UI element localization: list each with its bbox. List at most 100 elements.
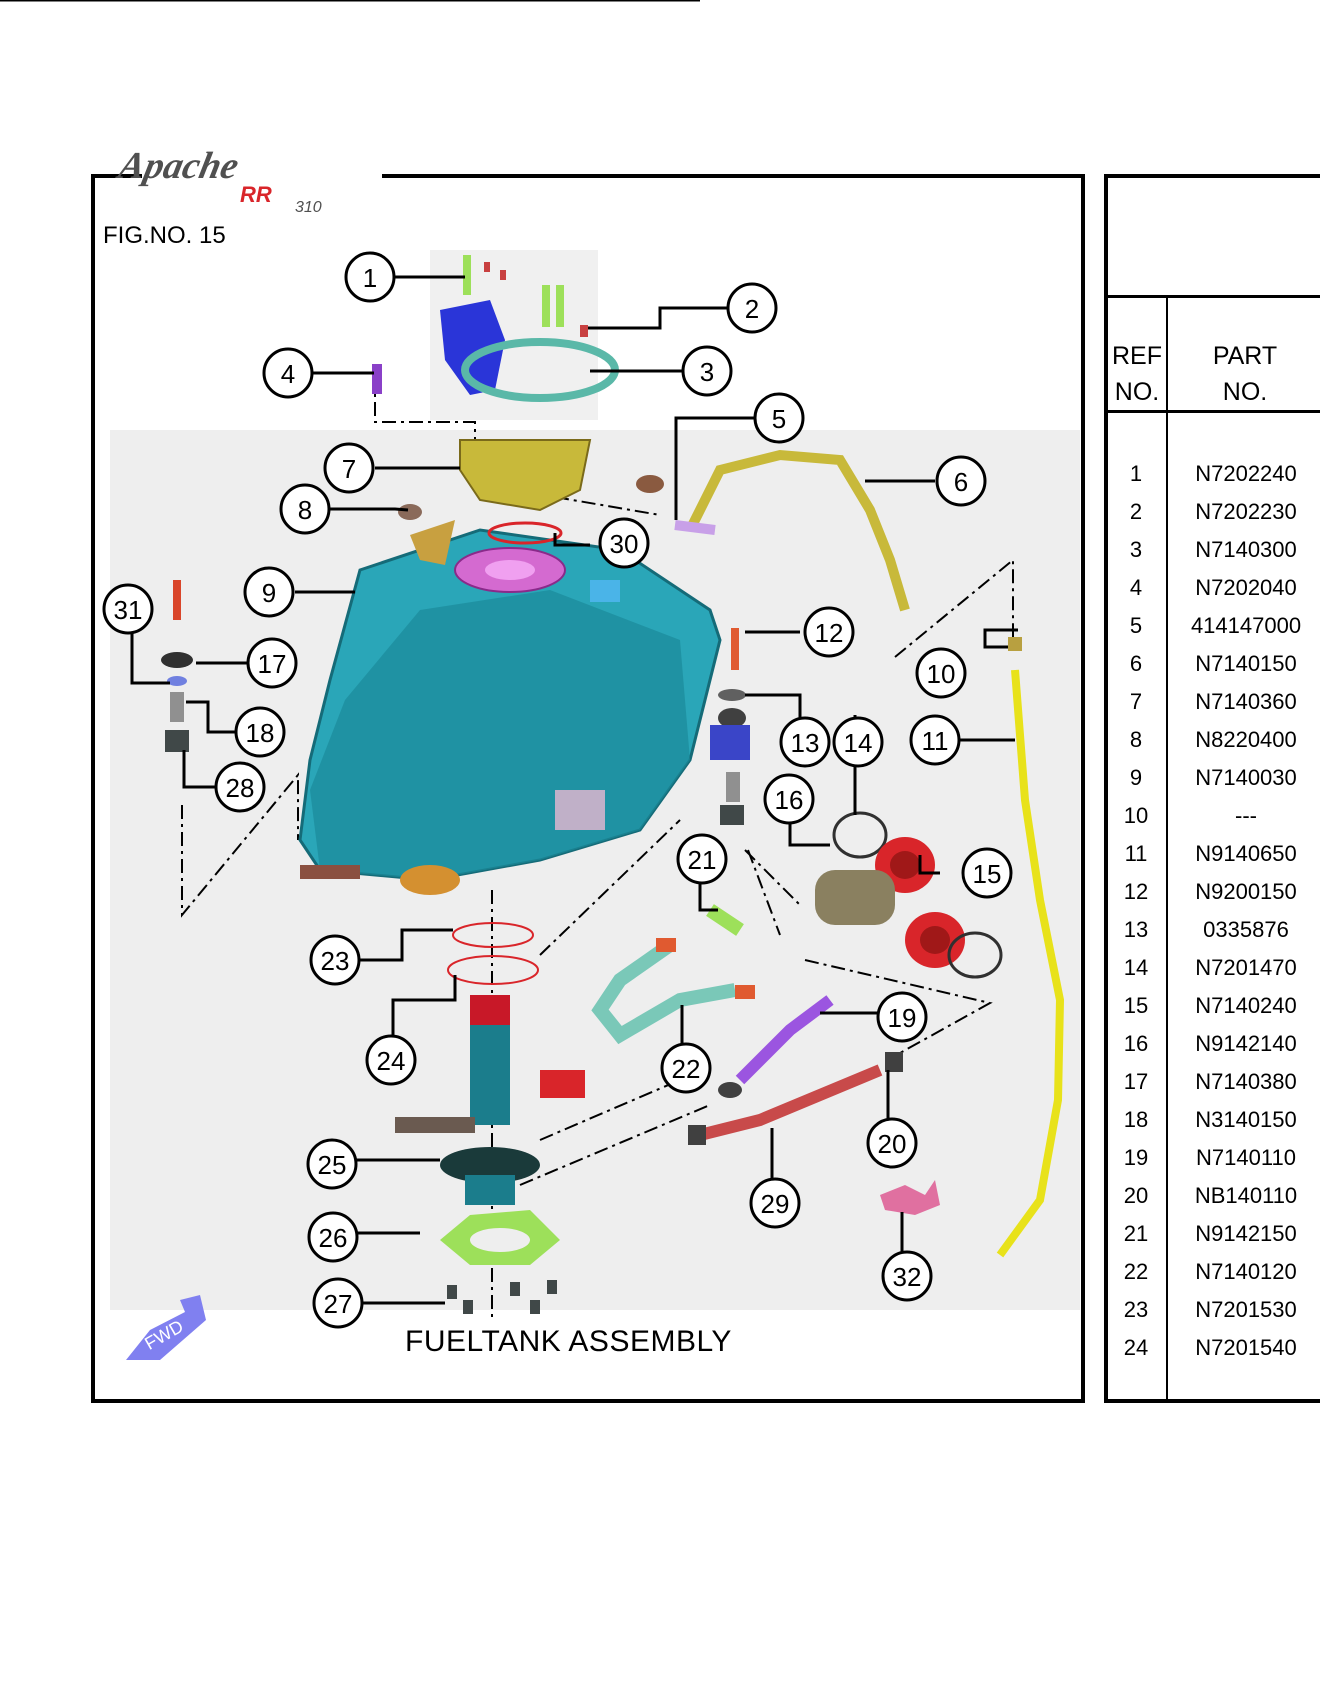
part-no: N7140360: [1195, 689, 1297, 714]
callout-25-circle: [306, 1138, 358, 1190]
ref-no: 2: [1129, 499, 1143, 524]
ref-no: 11: [1124, 841, 1148, 866]
part-no: N7202040: [1195, 575, 1297, 600]
callout-27-circle: [312, 1277, 364, 1329]
callout-1: 1: [363, 263, 377, 293]
callout-8-circle: [279, 483, 331, 535]
callout-4: 4: [281, 359, 295, 389]
part-no: ---: [1235, 803, 1257, 828]
table-row: 21 N9142150: [1108, 1215, 1320, 1253]
callout-30-circle: [598, 517, 650, 569]
header-part-line1: PART: [1212, 342, 1278, 370]
callout-28: 28: [226, 773, 255, 803]
ref-no: 19: [1123, 1145, 1149, 1170]
callout-31: 31: [114, 595, 143, 625]
part-no: N7202230: [1195, 499, 1297, 524]
callout-14: 14: [844, 728, 873, 758]
part-no: N9140650: [1195, 841, 1297, 866]
callout-12-circle: [803, 606, 855, 658]
part-no: N9200150: [1195, 879, 1297, 904]
part-no: N3140150: [1195, 1107, 1297, 1132]
header-ref-line2: NO.: [1114, 378, 1160, 406]
callout-12: 12: [815, 618, 844, 648]
part-no: 0335876: [1203, 917, 1289, 942]
callout-18-circle: [234, 706, 286, 758]
part-no: N9142150: [1195, 1221, 1297, 1246]
ref-no: 6: [1129, 651, 1143, 676]
ref-no: 21: [1123, 1221, 1149, 1246]
callout-15-circle: [961, 847, 1013, 899]
callout-3: 3: [700, 357, 714, 387]
table-header-divider: [1108, 410, 1320, 413]
callout-5: 5: [772, 404, 786, 434]
callout-11-circle: [909, 714, 961, 766]
callout-10-circle: [915, 647, 967, 699]
table-top-divider: [1108, 295, 1320, 298]
ref-no: 23: [1123, 1297, 1149, 1322]
part-no: N7140150: [1195, 651, 1297, 676]
part-no: N7202240: [1195, 461, 1297, 486]
callout-11: 11: [922, 726, 949, 756]
table-row: 8 N8220400: [1108, 721, 1320, 759]
callout-1-circle: [344, 251, 396, 303]
part-no: N7140300: [1195, 537, 1297, 562]
callout-21: 21: [688, 845, 717, 875]
part-no: N8220400: [1195, 727, 1297, 752]
logo-apache: Apache: [113, 145, 242, 187]
callout-10: 10: [927, 659, 956, 689]
ref-no: 10: [1123, 803, 1149, 828]
callout-25: 25: [318, 1150, 347, 1180]
table-column-divider: [1166, 298, 1168, 1403]
ref-no: 20: [1123, 1183, 1149, 1208]
callout-7-circle: [323, 442, 375, 494]
callout-20-circle: [866, 1117, 918, 1169]
callout-4-circle: [262, 347, 314, 399]
part-no: N7201470: [1195, 955, 1297, 980]
callout-27: 27: [324, 1289, 353, 1319]
part-no: N7140110: [1196, 1145, 1296, 1170]
ref-no: 24: [1123, 1335, 1149, 1360]
callout-3-circle: [681, 345, 733, 397]
ref-no: 5: [1129, 613, 1143, 638]
part-no: N7140240: [1195, 993, 1297, 1018]
part-no: N7140120: [1195, 1259, 1297, 1284]
table-row: 2 N7202230: [1108, 493, 1320, 531]
apache-rr-310-logo: Apache RR 310: [113, 140, 382, 218]
diagram-frame: [91, 174, 1085, 1403]
callout-7: 7: [342, 454, 356, 484]
ref-no: 17: [1123, 1069, 1149, 1094]
ref-no: 1: [1129, 461, 1143, 486]
callout-26-circle: [307, 1211, 359, 1263]
callout-8: 8: [298, 495, 312, 525]
callout-24-circle: [365, 1034, 417, 1086]
ref-no: 9: [1129, 765, 1143, 790]
header-ref-line1: REF: [1112, 342, 1162, 370]
callout-6-circle: [935, 455, 987, 507]
table-row: 11 N9140650: [1108, 835, 1320, 873]
callout-32-circle: [881, 1250, 933, 1302]
fuel-tank-graphic: [298, 520, 722, 895]
ref-no: 18: [1123, 1107, 1149, 1132]
callout-22: 22: [672, 1054, 701, 1084]
callout-2-circle: [726, 282, 778, 334]
logo-rr: RR: [240, 182, 272, 207]
callout-9-circle: [243, 566, 295, 618]
callout-32: 32: [893, 1262, 922, 1292]
callout-29-circle: [749, 1177, 801, 1229]
part-no: N9142140: [1195, 1031, 1297, 1056]
header-part: PART NO.: [1170, 338, 1320, 410]
ref-no: 8: [1129, 727, 1143, 752]
ref-no: 13: [1123, 917, 1149, 942]
